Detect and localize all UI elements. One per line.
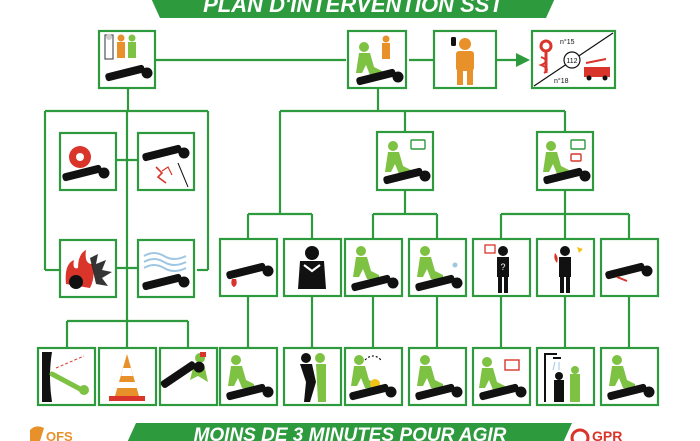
protect-scene-icon [104,34,153,82]
electric-spark-icon [141,144,190,188]
box-immobilize[interactable] [599,346,660,407]
box-cpr[interactable] [407,346,468,407]
right-logo-text: GPR [592,428,622,441]
europe-number: 112 [566,58,577,65]
header-banner: PLAN D'INTERVENTION SST [151,0,555,18]
box-malaise[interactable]: ? [471,237,532,298]
box-unconscious-breathing[interactable] [343,237,404,298]
left-logo: OFS [30,426,73,441]
emergency-services-icon [538,39,610,81]
footer-slogan: MOINS DE 3 MINUTES POUR AGIR [194,425,507,441]
box-fire-explosion[interactable] [58,238,118,299]
box-electric-spark[interactable] [136,131,196,192]
choking-person-icon [298,246,326,289]
traffic-cone-icon [109,354,145,401]
box-alert[interactable] [432,29,498,90]
box-examine[interactable] [346,29,408,90]
examine-breathing-icon [542,139,591,185]
box-burn[interactable] [535,237,596,298]
trauma-icon [604,262,653,282]
box-shower-burn[interactable] [535,346,596,407]
box-examine-airway[interactable] [375,130,435,192]
box-back-blows[interactable] [282,346,343,407]
recovery-position-icon [348,355,397,401]
connector-lines [43,58,631,398]
box-emergency-services: n°15 112 n°18 [530,29,617,90]
phone-alert-icon [451,37,474,85]
shower-burn-icon [544,353,580,402]
electric-protection-icon [61,146,110,182]
pompiers-number: n°18 [554,77,569,85]
examine-victim-icon [355,35,404,86]
arrow-right-icon [516,53,530,67]
box-protect[interactable] [97,29,157,90]
malaise-icon: ? [484,244,509,293]
evacuate-victim-icon [156,352,208,390]
cut-power-icon [42,352,89,402]
right-logo: GPR [570,428,622,441]
svg-text:?: ? [500,262,505,272]
back-blows-icon [300,353,326,402]
defibrillator-icon [478,357,527,401]
box-trauma[interactable] [599,237,660,298]
box-evacuate[interactable] [156,346,219,407]
samu-number: n°15 [560,38,575,46]
box-bleeding[interactable] [218,237,279,298]
bleeding-victim-icon [225,262,274,287]
footer-banner: MOINS DE 3 MINUTES POUR AGIR [127,423,572,441]
box-unconscious-not-breathing[interactable] [407,237,468,298]
box-compress-bleeding[interactable] [218,346,279,407]
left-logo-text: OFS [46,429,73,441]
box-traffic-cone[interactable] [97,346,158,407]
box-cut-power[interactable] [36,346,97,407]
page-title: PLAN D'INTERVENTION SST [203,0,504,17]
examine-airway-icon [382,139,431,185]
gas-toxic-icon [141,252,190,291]
box-gas-toxic[interactable] [136,238,196,299]
box-electric-protection[interactable] [58,131,118,192]
box-defibrillator[interactable] [471,346,532,407]
burn-icon [554,246,583,293]
box-recovery-position[interactable] [343,346,404,407]
unconscious-not-breathing-icon [414,246,463,292]
fire-explosion-icon [65,250,112,289]
box-choking[interactable] [282,237,343,298]
box-examine-breathing[interactable] [535,130,595,192]
